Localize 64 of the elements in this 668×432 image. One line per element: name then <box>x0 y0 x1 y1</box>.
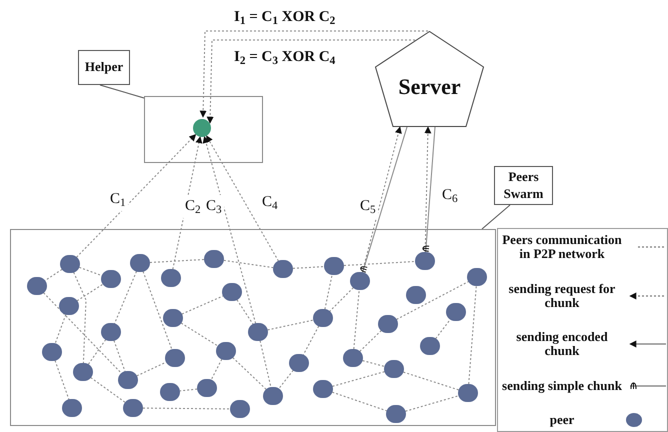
dotted-link <box>43 292 122 374</box>
dotted-link <box>396 281 469 320</box>
helper-box <box>144 96 263 163</box>
dotted-link <box>332 392 388 412</box>
dotted-arrow <box>200 30 428 118</box>
dotted-link <box>136 362 167 376</box>
callout-box <box>78 50 130 85</box>
dotted-link <box>114 340 126 372</box>
legend-label: sending simple chunk <box>502 378 622 393</box>
swarm-box <box>10 229 496 426</box>
dotted-link <box>359 330 382 352</box>
dotted-link <box>278 370 294 390</box>
dotted-link <box>236 299 254 325</box>
dotted-link <box>362 360 385 367</box>
dotted-arrow <box>76 134 196 258</box>
dotted-link <box>44 268 62 282</box>
dotted-link <box>405 395 459 412</box>
leader-line <box>100 84 144 98</box>
dotted-link <box>344 261 416 266</box>
dotted-link <box>292 266 324 269</box>
dotted-link <box>76 284 104 302</box>
dotted-arrow <box>424 126 432 252</box>
node-label: Server <box>398 73 461 101</box>
legend-label: Peers communication in P2P network <box>502 233 622 262</box>
dotted-link <box>260 340 272 388</box>
dotted-link <box>142 408 230 410</box>
dotted-link <box>267 320 314 330</box>
dotted-arrow <box>202 136 256 324</box>
callout-box <box>494 166 553 205</box>
node-label: Helper <box>84 59 124 76</box>
dotted-link <box>324 274 333 310</box>
chunk-line <box>422 126 436 252</box>
dotted-link <box>210 358 222 380</box>
dotted-link <box>402 372 460 390</box>
dotted-link <box>88 339 106 365</box>
dotted-link <box>468 286 477 384</box>
dotted-arrow <box>172 136 202 270</box>
legend-label: sending encoded chunk <box>515 330 609 359</box>
legend-label: peer <box>548 412 576 427</box>
dotted-arrow <box>206 40 416 124</box>
dotted-link <box>332 371 385 387</box>
edge-label: C$_{2}$ <box>183 195 203 218</box>
dotted-link <box>150 259 204 263</box>
dotted-link <box>232 357 267 390</box>
dotted-link <box>329 287 354 312</box>
dotted-link <box>114 270 137 324</box>
dotted-link <box>78 266 102 276</box>
dotted-link <box>302 326 320 356</box>
dotted-link <box>223 260 274 268</box>
dotted-link <box>142 271 172 350</box>
server-pentagon <box>375 31 484 127</box>
dotted-link <box>54 360 70 400</box>
dotted-arrow <box>206 135 279 262</box>
dotted-link <box>90 377 126 403</box>
dotted-link <box>179 388 198 392</box>
dotted-link <box>353 290 360 350</box>
dotted-link <box>182 296 224 314</box>
dotted-link <box>54 314 66 344</box>
dotted-link <box>180 322 218 346</box>
legend-label: sending request for chunk <box>508 282 616 310</box>
leader-line <box>482 204 510 230</box>
node-label: Peers Swarm <box>502 169 544 202</box>
dotted-link <box>73 272 86 364</box>
dotted-link <box>435 318 451 340</box>
